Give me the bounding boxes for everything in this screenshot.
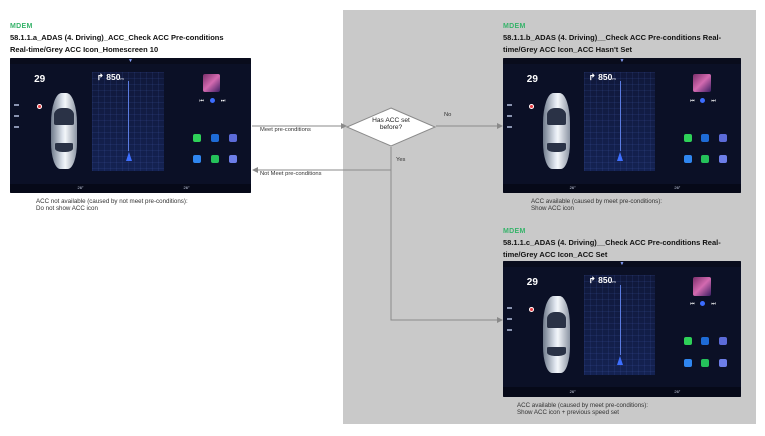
edge-label-yes: Yes (396, 157, 406, 163)
flow-b-screen: ▼ 29 ↱ 850m ⏮⏭ 26° 26° (503, 58, 741, 193)
flow-b-title-line2: time/Grey ACC Icon_ACC Hasn't Set (503, 45, 633, 54)
clock: 29 (34, 74, 46, 86)
edge-not-meet-arrow (252, 147, 392, 173)
edge-label-no: No (444, 112, 452, 118)
speed-value: 850 (598, 274, 613, 285)
flow-a-screen: ▼ 29 ↱ 850m ⏮⏭ 26° 26° (10, 58, 251, 193)
flow-b-tag: MDEM (503, 23, 526, 30)
flow-c-tag: MDEM (503, 228, 526, 235)
app-grid (188, 133, 241, 175)
decision-line2: before? (379, 124, 403, 131)
flow-c-screen: ▼ 29 ↱ 850m ⏮⏭ 26° 26° (503, 261, 741, 397)
app-icon (683, 133, 692, 142)
clock: 29 (526, 74, 538, 86)
flow-b-caption-line1: ACC available (caused by meet pre-condit… (531, 198, 663, 205)
brand-logo-icon: ▼ (128, 58, 133, 64)
flow-a-tag: MDEM (10, 23, 33, 30)
side-icons (13, 103, 19, 137)
flow-a-caption-line2: Do not show ACC icon (36, 205, 98, 212)
flow-c-caption-line2: Show ACC icon + previous speed set (517, 409, 619, 416)
media-widget: ⏮⏭ (682, 277, 725, 315)
speed-unit: m (612, 75, 616, 81)
app-icon (228, 133, 237, 142)
decision-diamond (346, 107, 436, 147)
speed-readout: ↱ 850m (588, 274, 616, 285)
brand-logo-icon: ▼ (619, 58, 625, 64)
flow-b-title-line1: 58.1.1.b_ADAS (4. Driving)__Check ACC Pr… (503, 33, 722, 42)
app-icon (701, 337, 710, 346)
climate-bar: 26° 26° (503, 387, 741, 397)
app-icon (683, 155, 692, 164)
climate-bar: 26° 26° (503, 183, 741, 193)
temp-right: 26° (674, 184, 681, 190)
acc-set-icon (529, 307, 535, 313)
side-icons (506, 103, 512, 137)
acc-grey-icon (529, 103, 535, 109)
warning-icon (36, 103, 42, 109)
app-icon (683, 359, 692, 368)
speed-unit: m (120, 75, 124, 81)
car-icon (543, 93, 570, 169)
car-icon (50, 93, 78, 169)
app-icon (718, 133, 727, 142)
app-icon (718, 337, 727, 346)
brand-logo-icon: ▼ (619, 261, 625, 267)
car-icon (543, 296, 570, 373)
settings-icon (228, 155, 237, 164)
speed-value: 850 (598, 71, 613, 82)
phone-icon (701, 359, 710, 368)
decision-line1: Has ACC set (372, 117, 410, 124)
app-icon (701, 133, 710, 142)
flow-c-title-line2: time/Grey ACC Icon_ACC Set (503, 250, 608, 259)
screen-status-bar (503, 261, 741, 267)
flow-a-title-line2: Real-time/Grey ACC Icon_Homescreen 10 (10, 45, 159, 54)
temp-left: 26° (569, 388, 576, 394)
phone-icon (210, 155, 219, 164)
speed-unit: m (612, 278, 616, 284)
phone-icon (701, 155, 710, 164)
flow-a-caption-line1: ACC not available (caused by not meet pr… (36, 198, 188, 205)
edge-label-meet: Meet pre-conditions (260, 127, 311, 133)
app-icon (193, 155, 202, 164)
decision-label: Has ACC set before? (366, 117, 416, 131)
flow-c-caption-line1: ACC available (caused by meet pre-condit… (517, 402, 649, 409)
side-icons (506, 307, 512, 340)
temp-right: 26° (183, 184, 190, 190)
app-icon (193, 133, 202, 142)
settings-icon (718, 155, 727, 164)
road-view (583, 274, 656, 376)
screen-status-bar (10, 58, 251, 64)
edge-label-not-meet: Not Meet pre-conditions (260, 171, 322, 177)
flow-c-title-line1: 58.1.1.c_ADAS (4. Driving)__Check ACC Pr… (503, 238, 721, 247)
screen-status-bar (503, 58, 741, 64)
settings-icon (718, 359, 727, 368)
app-icon (683, 337, 692, 346)
flow-a-title-line1: 58.1.1.a_ADAS (4. Driving)_ACC_Check ACC… (10, 33, 224, 42)
climate-bar: 26° 26° (10, 183, 251, 193)
app-grid (679, 133, 731, 175)
media-widget: ⏮⏭ (682, 74, 725, 112)
app-icon (210, 133, 219, 142)
edge-yes-arrow (390, 147, 503, 323)
media-widget: ⏮⏭ (191, 74, 234, 112)
speed-value: 850 (106, 71, 121, 82)
clock: 29 (526, 277, 538, 289)
road-view (91, 71, 165, 172)
temp-right: 26° (674, 388, 681, 394)
flow-b-caption-line2: Show ACC icon (531, 205, 574, 212)
speed-readout: ↱ 850m (588, 71, 616, 82)
temp-left: 26° (569, 184, 576, 190)
road-view (583, 71, 656, 172)
app-grid (679, 337, 731, 378)
speed-readout: ↱ 850m (96, 71, 124, 82)
temp-left: 26° (77, 184, 84, 190)
